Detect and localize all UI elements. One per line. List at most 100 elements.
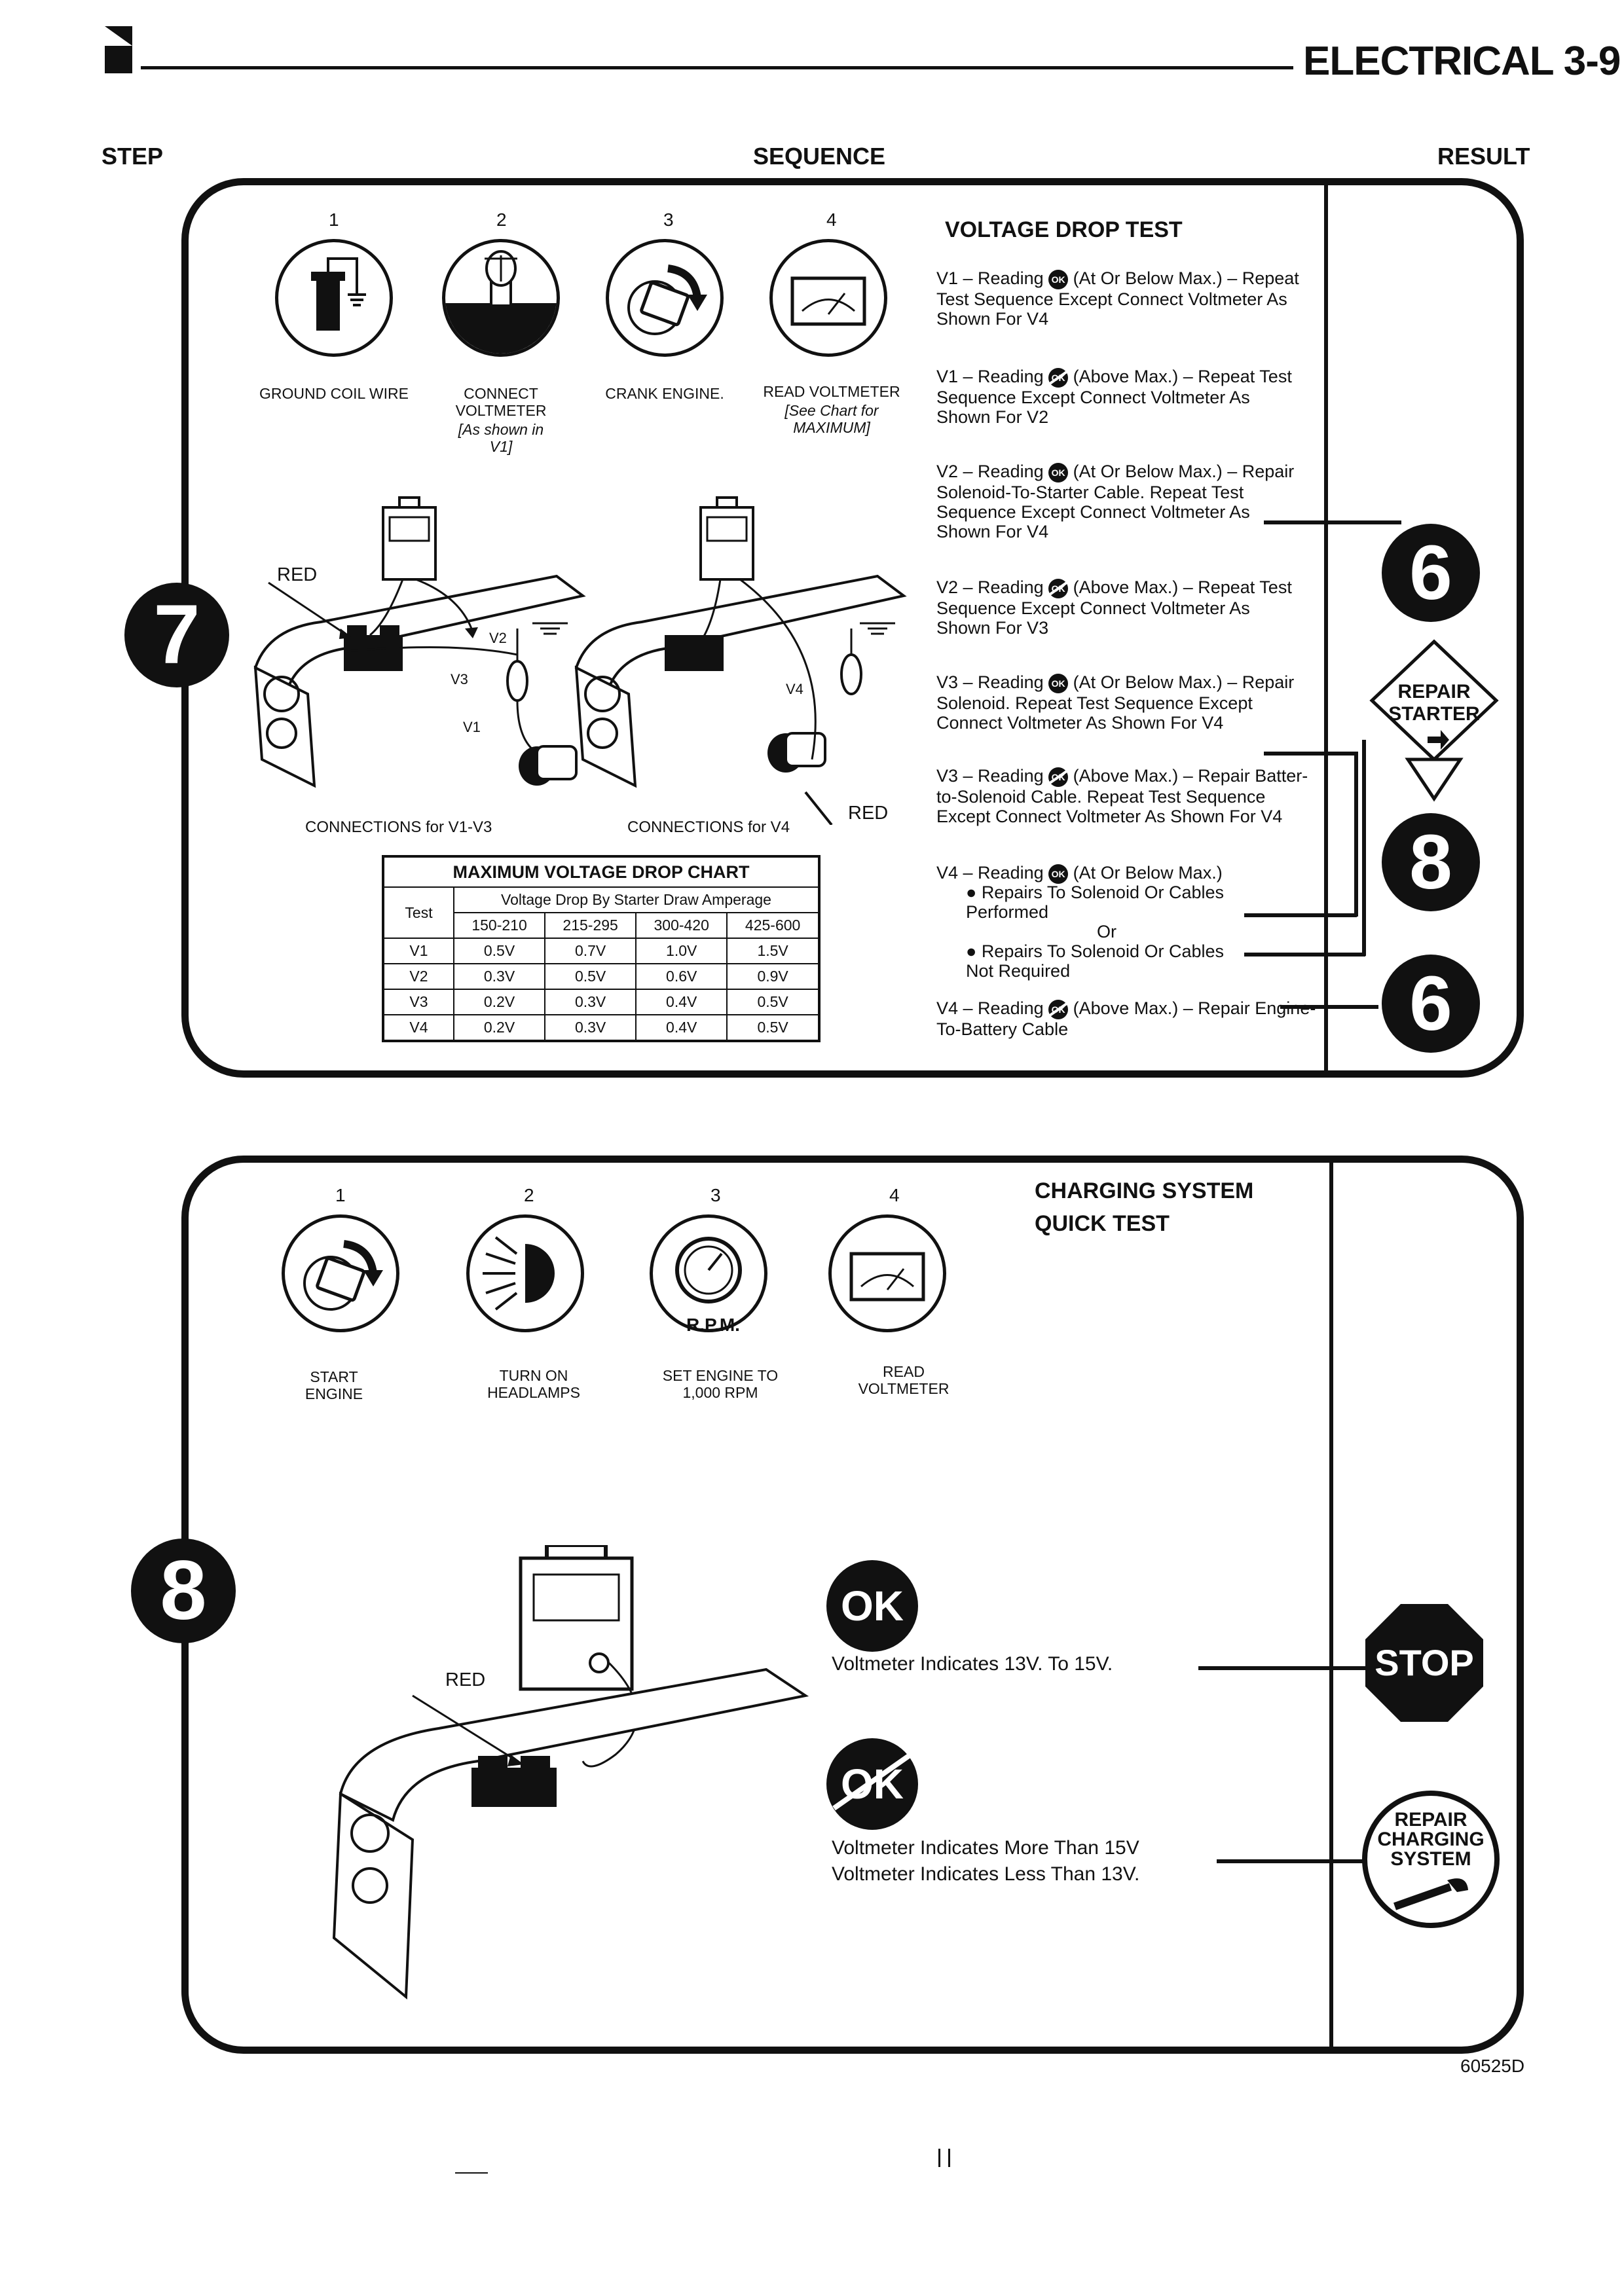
panel-7-result-divider — [1324, 183, 1328, 1075]
page-title: ELECTRICAL 3-9 — [1303, 39, 1621, 84]
table-cell-test: V4 — [382, 1014, 454, 1042]
result-lead: V1 – Reading — [936, 367, 1044, 386]
result-body: (Above Max.) – Repair Engine-To-Battery … — [936, 998, 1316, 1039]
result-lead: V1 – Reading — [936, 268, 1044, 288]
table-cell-test: V1 — [382, 938, 454, 964]
seq8-num-2: 2 — [524, 1185, 534, 1205]
table-cell: 1.0V — [635, 938, 728, 964]
bullet-text: Repairs To Solenoid Or Cables Performed — [966, 883, 1225, 922]
seq7-caption-1: GROUND COIL WIRE — [259, 385, 409, 402]
not-ok-badge-icon: OK — [1048, 767, 1069, 787]
table-group-header: Voltage Drop By Starter Draw Amperage — [453, 886, 820, 913]
read-voltmeter-icon — [769, 239, 887, 357]
seq7-caption-3: CRANK ENGINE. — [605, 385, 724, 402]
table-cell: 0.4V — [635, 1014, 728, 1042]
seq7-num-2: 2 — [496, 210, 507, 230]
seq7-num-3: 3 — [663, 210, 674, 230]
table-cell: 0.3V — [452, 963, 546, 990]
result-lead: V2 – Reading — [936, 462, 1044, 481]
repair-starter-icon — [1369, 639, 1499, 802]
table-cell: 1.5V — [726, 938, 820, 964]
table-row: V3 0.2V 0.3V 0.4V 0.5V — [382, 989, 820, 1015]
result-body: (At Or Below Max.) – Repair Solenoid-To-… — [936, 462, 1295, 541]
ok-badge-icon: OK — [1048, 462, 1069, 483]
rpm-gauge-icon — [650, 1214, 767, 1332]
wrench-icon — [1393, 1878, 1468, 1910]
table-cell: 0.5V — [452, 938, 546, 964]
ground-coil-icon — [275, 239, 393, 357]
goto-step-6-top[interactable]: 6 — [1382, 524, 1480, 622]
result-v1-notok: V1 – Reading OK (Above Max.) – Repeat Te… — [936, 367, 1303, 427]
label-v1: V1 — [463, 719, 481, 735]
label-red-charging: RED — [445, 1669, 486, 1690]
goto-step-6-bottom[interactable]: 6 — [1382, 955, 1480, 1053]
table-cell: 0.3V — [544, 989, 637, 1015]
v4-bullet-2: ● Repairs To Solenoid Or Cables Not Requ… — [966, 941, 1225, 981]
table-cell: 0.3V — [544, 1014, 637, 1042]
result-v3-notok: V3 – Reading OK (Above Max.) – Repair Ba… — [936, 766, 1316, 826]
table-col-header: 150-210 — [452, 912, 546, 939]
label-v3: V3 — [451, 671, 468, 687]
connector-line — [1264, 520, 1401, 524]
max-voltage-drop-table: MAXIMUM VOLTAGE DROP CHART Test Voltage … — [382, 855, 821, 1042]
ok-result-text: Voltmeter Indicates 13V. To 15V. — [832, 1653, 1113, 1675]
result-body: (Above Max.) – Repeat Test Sequence Exce… — [936, 577, 1292, 638]
v4-bullet-or: Or — [1097, 922, 1116, 941]
seq8-caption-3: SET ENGINE TO 1,000 RPM — [662, 1367, 779, 1401]
result-lead: V4 – Reading — [936, 998, 1044, 1018]
table-cell: 0.5V — [726, 1014, 820, 1042]
connector-line — [1280, 1005, 1378, 1009]
goto-step-8[interactable]: 8 — [1382, 813, 1480, 911]
scan-artifact — [938, 2149, 940, 2167]
footer-code: 60525D — [1460, 2056, 1525, 2076]
rpm-icon-text: R.P.M. — [686, 1315, 740, 1335]
stop-sign-icon: STOP — [1365, 1604, 1483, 1722]
ok-badge-icon: OK — [1048, 269, 1069, 289]
seq8-num-4: 4 — [889, 1185, 900, 1205]
table-cell: 0.5V — [544, 963, 637, 990]
scan-artifact — [948, 2149, 950, 2167]
table-cell: 0.2V — [452, 989, 546, 1015]
charging-test-diagram — [332, 1545, 809, 2000]
repair-starter-label: REPAIR STARTER — [1388, 681, 1480, 725]
notok-result-1: Voltmeter Indicates More Than 15V — [832, 1837, 1139, 1859]
result-v4-notok: V4 – Reading OK (Above Max.) – Repair En… — [936, 998, 1316, 1039]
charging-title-2: QUICK TEST — [1035, 1211, 1170, 1236]
repair-charging-icon — [1362, 1791, 1500, 1928]
result-body: (At Or Below Max.) – Repeat Test Sequenc… — [936, 268, 1299, 329]
table-row: V1 0.5V 0.7V 1.0V 1.5V — [382, 938, 820, 964]
result-v2-notok: V2 – Reading OK (Above Max.) – Repeat Te… — [936, 577, 1303, 638]
caption-connections-v1-v3: CONNECTIONS for V1-V3 — [305, 818, 492, 836]
table-cell-test: V2 — [382, 963, 454, 990]
header-rule — [141, 66, 1293, 69]
not-ok-badge-icon: OK — [1048, 578, 1069, 598]
caption-connections-v4: CONNECTIONS for V4 — [627, 818, 790, 836]
step-8-number: 8 — [131, 1539, 236, 1643]
table-cell: 0.7V — [544, 938, 637, 964]
result-body: (At Or Below Max.) – Repair Solenoid. Re… — [936, 672, 1295, 733]
table-col-header: 425-600 — [726, 912, 820, 939]
seq8-caption-4: READ VOLTMETER — [858, 1363, 950, 1397]
table-cell: 0.5V — [726, 989, 820, 1015]
result-body: (Above Max.) – Repeat Test Sequence Exce… — [936, 367, 1292, 427]
label-red-left: RED — [277, 564, 318, 585]
result-body: (At Or Below Max.) — [1073, 863, 1223, 883]
connection-diagram — [253, 496, 907, 825]
connector-line — [1198, 1666, 1369, 1670]
table-cell: 0.6V — [635, 963, 728, 990]
result-lead: V2 – Reading — [936, 577, 1044, 597]
table-cell: 0.2V — [452, 1014, 546, 1042]
bullet-text: Repairs To Solenoid Or Cables Not Requir… — [966, 941, 1225, 981]
connector-line — [1217, 1859, 1367, 1863]
column-step: STEP — [101, 143, 164, 170]
seq7-num-4: 4 — [826, 210, 837, 230]
result-v2-ok: V2 – Reading OK (At Or Below Max.) – Rep… — [936, 462, 1303, 541]
table-row: V4 0.2V 0.3V 0.4V 0.5V — [382, 1014, 820, 1042]
notok-result-2: Voltmeter Indicates Less Than 13V. — [832, 1863, 1140, 1885]
table-cell-test: V3 — [382, 989, 454, 1015]
result-v1-ok: V1 – Reading OK (At Or Below Max.) – Rep… — [936, 268, 1303, 329]
connector-line — [1264, 752, 1356, 756]
result-lead: V3 – Reading — [936, 766, 1044, 786]
v4-bullet-1: ● Repairs To Solenoid Or Cables Performe… — [966, 883, 1225, 922]
seq7-caption-4: READ VOLTMETER — [763, 383, 900, 400]
